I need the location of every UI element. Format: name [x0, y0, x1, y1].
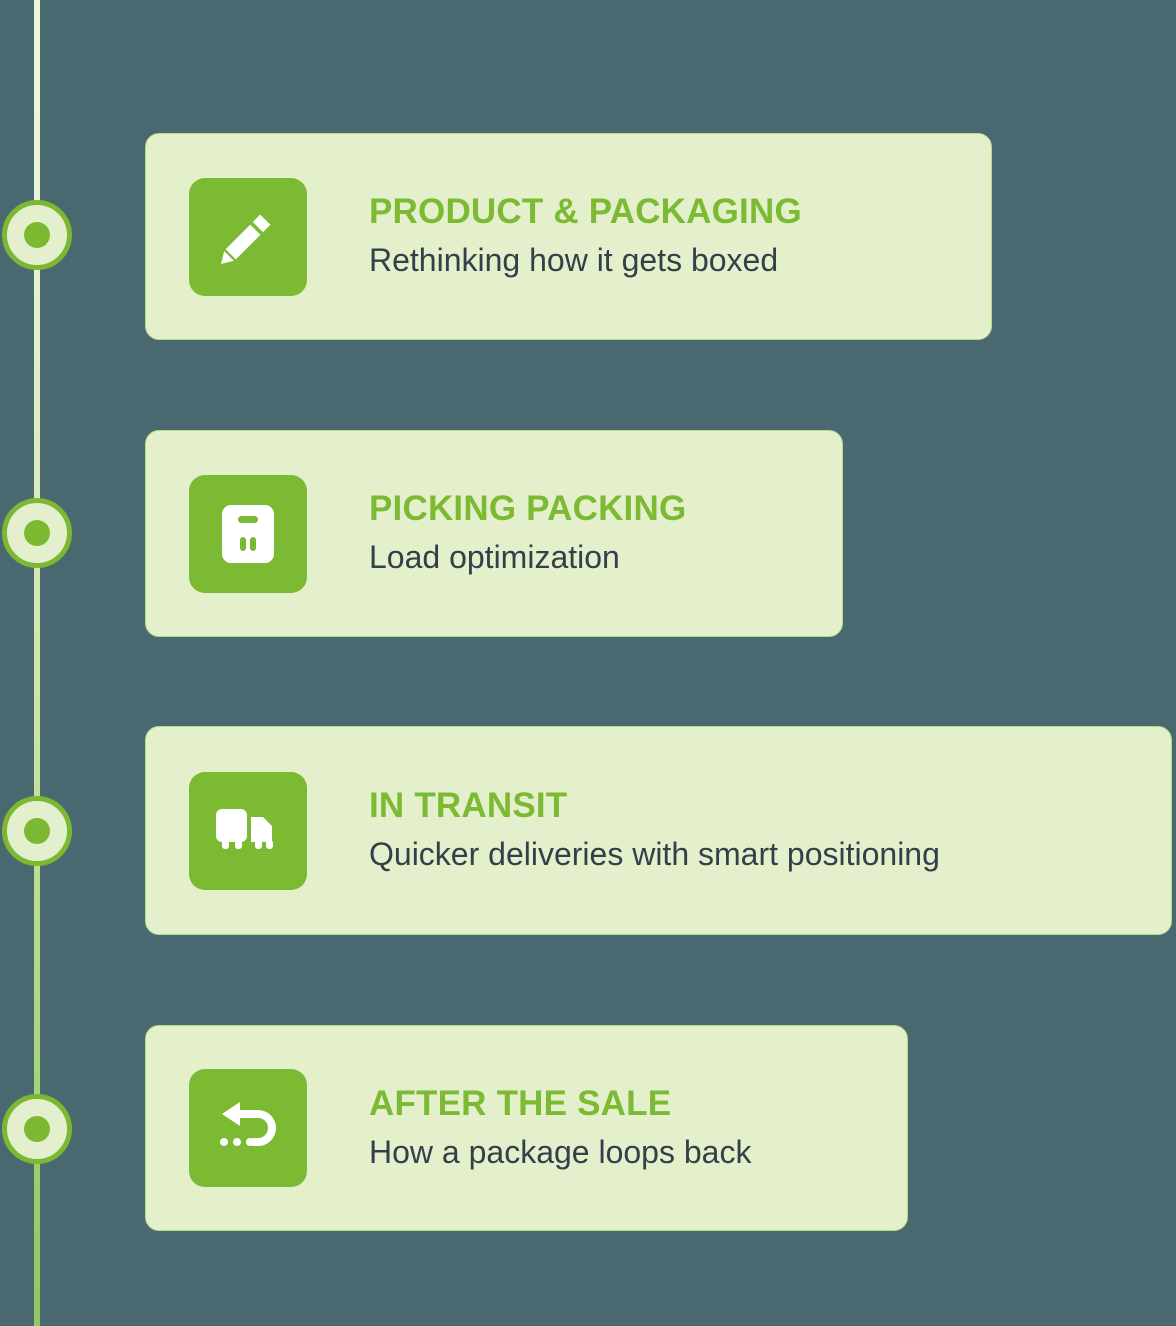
timeline-card-after-the-sale[interactable]: AFTER THE SALE How a package loops back	[145, 1025, 908, 1231]
delivery-truck-icon	[215, 807, 281, 855]
timeline-card-product-packaging[interactable]: PRODUCT & PACKAGING Rethinking how it ge…	[145, 133, 992, 340]
card-subtitle: Load optimization	[369, 539, 620, 576]
icon-tile	[189, 474, 307, 593]
timeline-marker-dot	[24, 520, 50, 546]
timeline-marker-1[interactable]	[2, 200, 72, 270]
timeline-card-picking-packing[interactable]: PICKING PACKING Load optimization	[145, 430, 843, 637]
timeline-marker-dot	[24, 222, 50, 248]
icon-tile	[189, 1069, 307, 1187]
icon-tile	[189, 771, 307, 890]
card-text-block: IN TRANSIT Quicker deliveries with smart…	[369, 785, 940, 876]
card-title: IN TRANSIT	[369, 786, 568, 826]
card-text-block: PRODUCT & PACKAGING Rethinking how it ge…	[369, 191, 802, 282]
card-subtitle: How a package loops back	[369, 1133, 752, 1170]
card-title: PICKING PACKING	[369, 489, 687, 529]
parcel-box-icon	[220, 503, 276, 565]
card-subtitle: Quicker deliveries with smart positionin…	[369, 836, 940, 873]
timeline-spine	[34, 0, 40, 1326]
timeline-marker-3[interactable]	[2, 796, 72, 866]
card-text-block: AFTER THE SALE How a package loops back	[369, 1083, 751, 1174]
card-title: PRODUCT & PACKAGING	[369, 192, 802, 232]
timeline-marker-4[interactable]	[2, 1094, 72, 1164]
return-arrow-icon	[216, 1100, 280, 1156]
card-text-block: PICKING PACKING Load optimization	[369, 488, 686, 579]
card-subtitle: Rethinking how it gets boxed	[369, 242, 779, 279]
pencil-icon	[216, 205, 280, 269]
timeline-card-in-transit[interactable]: IN TRANSIT Quicker deliveries with smart…	[145, 726, 1172, 935]
icon-tile	[189, 177, 307, 296]
timeline-marker-dot	[24, 818, 50, 844]
card-title: AFTER THE SALE	[369, 1083, 672, 1123]
timeline-marker-dot	[24, 1116, 50, 1142]
timeline-marker-2[interactable]	[2, 498, 72, 568]
